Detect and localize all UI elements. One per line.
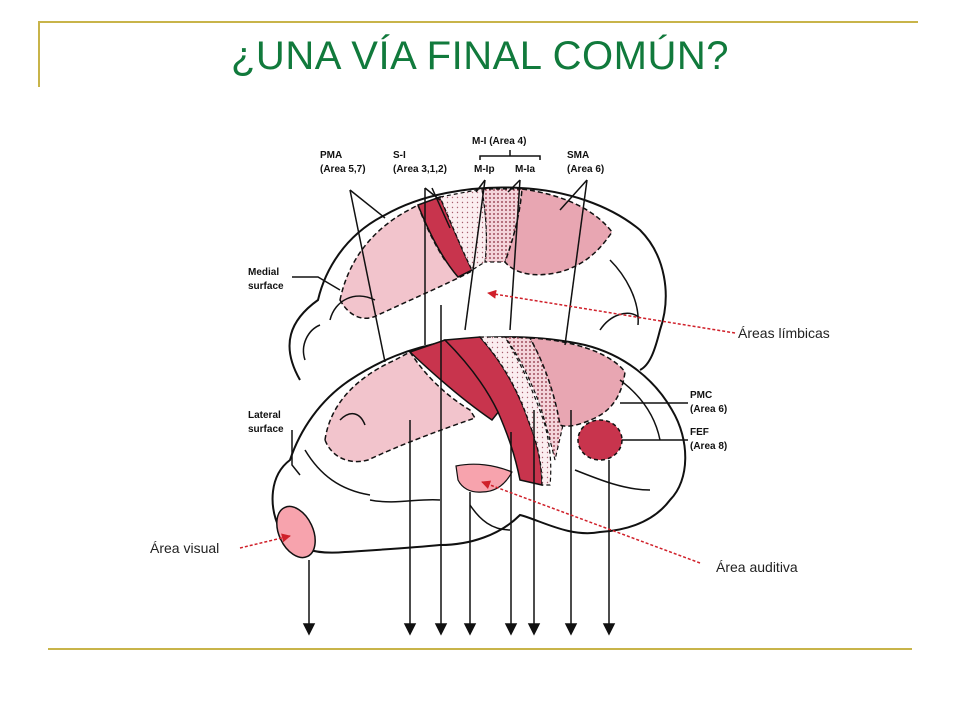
visual-annotation: Área visual: [150, 540, 219, 556]
descending-arrows: [302, 305, 616, 636]
mi-label: M-I (Area 4): [472, 136, 526, 147]
top-rule: [38, 21, 918, 23]
slide-title: ¿UNA VÍA FINAL COMÚN?: [231, 34, 729, 78]
visual-arrow: [239, 533, 291, 549]
lateral-label-2: surface: [248, 424, 284, 435]
pmc-label-1: PMC: [690, 390, 712, 401]
label-leaders: [291, 276, 688, 476]
lateral-label-1: Lateral: [248, 410, 281, 421]
mia-lateral-region: [503, 336, 564, 461]
pma-label-1: PMA: [320, 150, 342, 161]
auditory-arrow: [481, 480, 701, 564]
limbic-annotation: Áreas límbicas: [738, 325, 830, 341]
projection-lines: [349, 179, 588, 363]
medial-label-2: surface: [248, 281, 284, 292]
pma-label-2: (Area 5,7): [320, 164, 366, 175]
pma-medial-region: [339, 203, 472, 319]
lateral-surface-brain: [271, 336, 687, 559]
mia-label: M-Ia: [515, 164, 535, 175]
si-label-1: S-I: [393, 150, 406, 161]
sma-label-2: (Area 6): [567, 164, 604, 175]
pma-lateral-region: [324, 351, 477, 463]
si-label-2: (Area 3,1,2): [393, 164, 447, 175]
sma-label-1: SMA: [567, 150, 589, 161]
mi-bracket: [479, 150, 541, 160]
auditory-annotation: Área auditiva: [716, 559, 798, 575]
pmc-lateral-region: [528, 337, 626, 427]
fef-region: [577, 419, 623, 461]
fef-label-2: (Area 8): [690, 441, 727, 452]
bottom-rule: [48, 648, 912, 650]
medial-surface-brain: [288, 186, 667, 381]
mip-label: M-Ip: [474, 164, 495, 175]
left-rule: [38, 21, 40, 87]
mip-lateral-region: [478, 336, 552, 486]
fef-label-1: FEF: [690, 427, 709, 438]
pmc-label-2: (Area 6): [690, 404, 727, 415]
limbic-arrow: [487, 289, 736, 334]
mip-medial-region: [439, 188, 488, 271]
visual-region: [276, 505, 316, 559]
sma-medial-region: [504, 188, 613, 276]
medial-label-1: Medial: [248, 267, 279, 278]
